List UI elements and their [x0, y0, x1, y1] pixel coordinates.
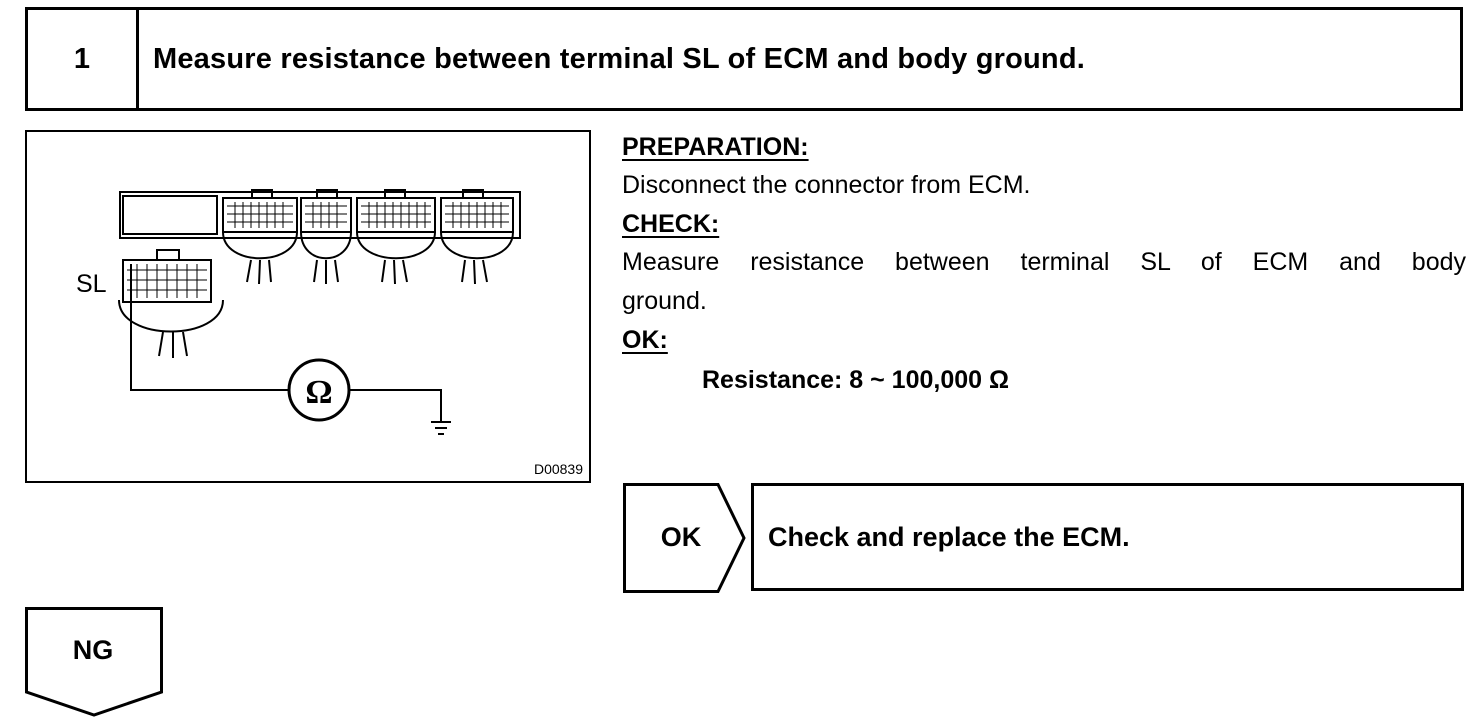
terminal-label: SL	[76, 270, 107, 298]
step-number: 1	[28, 10, 139, 108]
ng-arrow-icon	[25, 607, 163, 717]
check-heading: CHECK:	[622, 210, 720, 238]
resistance-spec: Resistance: 8 ~ 100,000 Ω	[702, 366, 1010, 394]
check-text-line2: ground.	[622, 287, 707, 315]
preparation-heading: PREPARATION:	[622, 133, 809, 161]
ecm-diagram: Ω SL D00839	[25, 130, 591, 483]
ng-label: NG	[72, 634, 114, 665]
step-header: 1 Measure resistance between terminal SL…	[25, 7, 1463, 111]
ecm-connector-icon: Ω	[118, 189, 521, 435]
figure-id: D00839	[533, 461, 583, 477]
step-title: Measure resistance between terminal SL o…	[153, 42, 1086, 75]
instructions: PREPARATION: Disconnect the connector fr…	[622, 128, 1466, 401]
ok-label: OK	[660, 522, 702, 552]
ok-arrow-icon	[623, 483, 746, 593]
ok-action-box: Check and replace the ECM.	[751, 483, 1464, 591]
ok-action-text: Check and replace the ECM.	[768, 521, 1130, 552]
ohmmeter-icon: Ω	[305, 374, 332, 411]
ok-heading: OK:	[622, 326, 668, 354]
preparation-text: Disconnect the connector from ECM.	[622, 171, 1031, 199]
check-text-line1: Measure resistance between terminal SL o…	[622, 248, 1466, 276]
